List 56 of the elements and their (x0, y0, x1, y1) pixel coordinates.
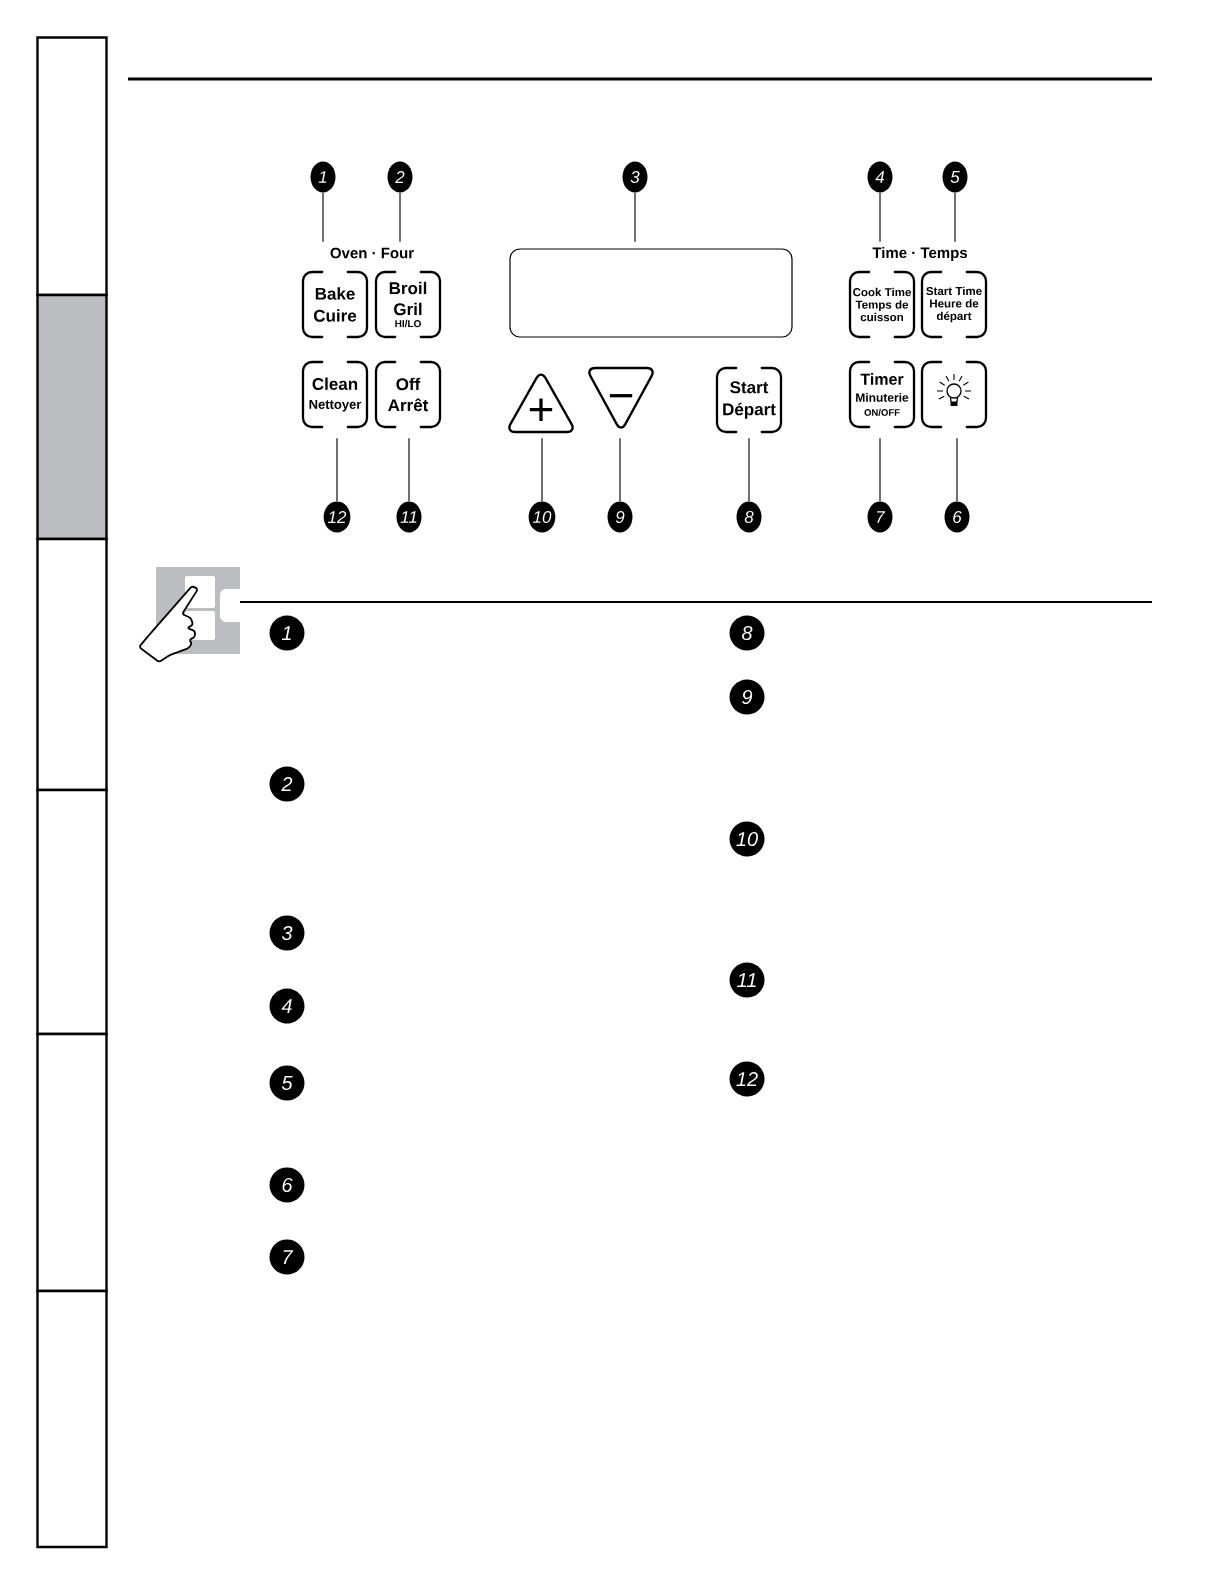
leader-line (634, 192, 636, 243)
callout-number: 1 (269, 615, 305, 651)
leader-line (399, 192, 401, 243)
callout-number: 9 (729, 679, 765, 715)
leader-line (748, 437, 750, 502)
side-tab (36, 36, 108, 297)
button (920, 360, 988, 429)
button: Start Départ (715, 366, 783, 434)
button: Broil Gril HI/LO (374, 270, 442, 339)
callout-number: 6 (269, 1167, 305, 1203)
leader-line (879, 437, 881, 502)
callout-number: 3 (269, 915, 305, 951)
side-tab (36, 788, 108, 1036)
button: Bake Cuire (301, 270, 369, 339)
triangle-button: − (588, 366, 654, 429)
callout-number: 5 (942, 161, 968, 193)
callout-number: 1 (310, 161, 336, 193)
callout-number: 3 (622, 161, 648, 193)
callout-number: 10 (729, 821, 765, 857)
callout-number: 5 (269, 1065, 305, 1101)
group-heading: Oven · Four (330, 247, 414, 259)
leader-line (879, 192, 881, 243)
leader-line (954, 192, 956, 243)
leader-line (956, 437, 958, 502)
callout-number: 7 (269, 1239, 305, 1275)
triangle-button: + (508, 373, 574, 434)
side-tab (36, 1032, 108, 1293)
leader-line (541, 437, 543, 502)
button: Cook Time Temps de cuisson (848, 270, 916, 339)
callout-number: 4 (269, 988, 305, 1024)
callout-number: 11 (396, 501, 422, 533)
side-tab (36, 537, 108, 792)
callout-number: 12 (323, 501, 351, 533)
leader-line (408, 437, 410, 502)
callout-number: 7 (867, 501, 893, 533)
group-heading: Time · Temps (872, 247, 968, 261)
callout-number: 8 (729, 615, 765, 651)
callout-number: 9 (607, 501, 633, 533)
callout-number: 2 (387, 161, 413, 193)
button: Start Time Heure de départ (920, 270, 988, 339)
leader-line (322, 192, 324, 243)
leader-line (336, 437, 338, 502)
callout-number: 12 (729, 1061, 765, 1097)
callout-number: 10 (528, 501, 556, 533)
display-window (509, 248, 793, 338)
side-tab (36, 1289, 108, 1549)
button: Off Arrêt (374, 360, 442, 429)
leader-line (619, 437, 621, 502)
callout-number: 8 (736, 501, 762, 533)
button: Clean Nettoyer (301, 360, 369, 429)
callout-number: 2 (269, 766, 305, 802)
callout-number: 4 (867, 161, 893, 193)
callout-number: 6 (944, 501, 970, 533)
side-tab (36, 293, 108, 541)
button: Timer Minuterie ON/OFF (848, 360, 916, 429)
callout-number: 11 (729, 962, 765, 998)
